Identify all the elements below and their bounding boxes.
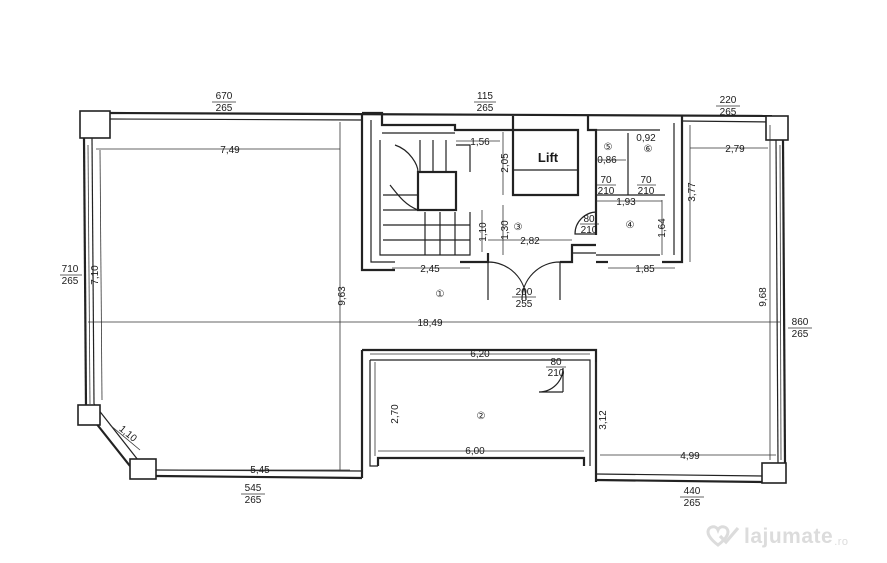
door-swings [487, 211, 598, 393]
door-entrance-height: 255 [516, 299, 533, 310]
dim-wc-depth: 1,93 [616, 197, 636, 208]
opening-top-right-height: 265 [720, 107, 737, 118]
watermark: lajumate.ro [704, 522, 849, 552]
room-labels: Lift ① ② ③ ④ ⑤ ⑥ [436, 142, 653, 422]
watermark-tld: .ro [834, 536, 849, 548]
door-wc6-width: 70 [640, 175, 652, 186]
stair-core [416, 170, 458, 212]
opening-left-height: 265 [62, 276, 79, 287]
dim-room2-height-b: 3,12 [598, 410, 609, 430]
central-core [360, 111, 684, 272]
door-entrance-width: 200 [516, 287, 533, 298]
door-room2-width: 80 [550, 357, 562, 368]
door-room4-height: 210 [581, 225, 598, 236]
column-left-mid [77, 404, 101, 426]
column-bottom-left [129, 458, 157, 480]
dim-wc-width-a: 0,92 [636, 133, 656, 144]
dim-right-top-width: 2,79 [725, 144, 745, 155]
dim-stair-height-b: 1,10 [478, 222, 489, 242]
dim-bottom-left-width: 5,45 [250, 465, 270, 476]
opening-left-width: 710 [62, 264, 79, 275]
opening-right-height: 265 [792, 329, 809, 340]
dim-corner-chamfer: 1,10 [117, 424, 139, 445]
opening-labels: 670 265 115 265 220 265 710 265 860 265 … [60, 91, 812, 509]
dimension-values: 7,49 1,56 0,92 0,86 2,79 1,93 2,82 2,45 … [90, 133, 769, 476]
door-wc5-width: 70 [600, 175, 612, 186]
facade-lines [87, 144, 782, 461]
door-room4-width: 80 [583, 214, 595, 225]
opening-top-left-height: 265 [216, 103, 233, 114]
dim-stair-height-a: 1,30 [500, 220, 511, 240]
column-top-left [79, 110, 111, 139]
column-bottom-right [761, 462, 787, 484]
dim-lift-depth: 2,05 [500, 153, 511, 173]
dim-total-width: 18,49 [417, 318, 442, 329]
opening-bottom-left-height: 265 [245, 495, 262, 506]
room-6-label: ⑥ [644, 144, 653, 155]
room-2-label: ② [477, 411, 486, 422]
dim-central-height: 9,63 [337, 286, 348, 306]
structural-columns [77, 110, 789, 484]
dim-room2-width-outer: 6,20 [470, 349, 490, 360]
outer-walls [82, 111, 787, 484]
dim-right-bottom-width: 4,99 [680, 451, 700, 462]
door-room2-height: 210 [548, 368, 565, 379]
dim-top-left-width: 7,49 [220, 145, 240, 156]
opening-right-width: 860 [792, 317, 809, 328]
door-wc6-height: 210 [638, 186, 655, 197]
door-labels: 70 210 70 210 80 210 200 255 80 210 [512, 175, 656, 379]
room-1-label: ① [436, 289, 445, 300]
dim-right-height: 3,77 [687, 182, 698, 202]
dimension-lines [88, 122, 780, 471]
dim-wc-width-b: 0,86 [597, 155, 617, 166]
dim-room4-height: 1,64 [657, 218, 668, 238]
opening-top-right-width: 220 [720, 95, 737, 106]
dim-room2-width-inner: 6,00 [465, 446, 485, 457]
watermark-text: lajumate [744, 525, 834, 548]
column-top-right [765, 115, 789, 141]
opening-bottom-right-width: 440 [684, 486, 701, 497]
dim-left-height: 7,10 [90, 265, 101, 285]
opening-top-mid-width: 115 [477, 91, 493, 102]
room-5-label: ⑤ [604, 142, 613, 153]
opening-top-mid-height: 265 [477, 103, 494, 114]
dim-stair-landing: 1,56 [470, 137, 490, 148]
dim-stair-width: 2,45 [420, 264, 440, 275]
dim-room4-width: 1,85 [635, 264, 655, 275]
room-3-label: ③ [514, 222, 523, 233]
dim-right-full-height: 9,68 [758, 287, 769, 307]
dim-room2-height: 2,70 [390, 404, 401, 424]
door-wc5-height: 210 [598, 186, 615, 197]
heart-check-icon [704, 524, 740, 550]
opening-top-left-width: 670 [216, 91, 233, 102]
opening-bottom-right-height: 265 [684, 498, 701, 509]
dim-corridor-width: 2,82 [520, 236, 540, 247]
room-4-label: ④ [626, 220, 635, 231]
lift-label: Lift [538, 150, 559, 165]
opening-bottom-left-width: 545 [245, 483, 262, 494]
